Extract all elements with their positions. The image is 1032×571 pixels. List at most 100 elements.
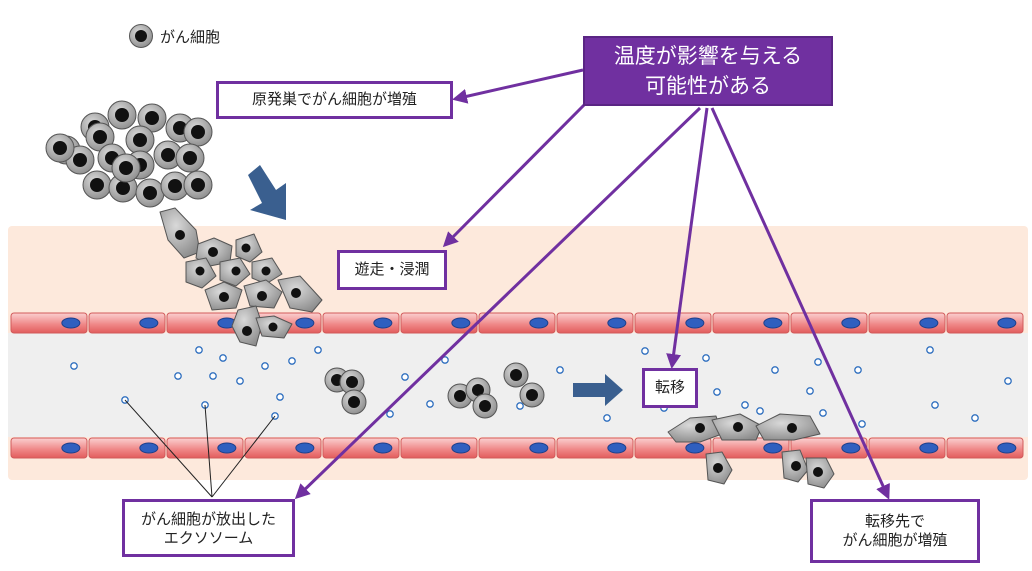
endothelial-nucleus bbox=[841, 442, 861, 454]
cancer-cell-icon bbox=[129, 24, 153, 48]
endothelial-cell bbox=[712, 312, 790, 334]
endothelial-cell bbox=[478, 312, 556, 334]
exosome-particle bbox=[401, 373, 409, 381]
exosome-particle bbox=[556, 366, 564, 374]
endothelial-nucleus bbox=[217, 442, 237, 454]
endothelial-cell bbox=[322, 312, 400, 334]
endothelium-top bbox=[10, 312, 1024, 334]
exosome-particle bbox=[209, 372, 217, 380]
endothelial-cell bbox=[88, 437, 166, 459]
cancer-cell bbox=[503, 362, 529, 388]
main-label-line-2: 可能性がある bbox=[645, 74, 771, 98]
endothelial-cell bbox=[166, 437, 244, 459]
exosome-particle bbox=[814, 358, 822, 366]
endothelial-cell bbox=[712, 437, 790, 459]
cancer-cell bbox=[137, 103, 167, 133]
exosome-particle bbox=[386, 410, 394, 418]
exosome-particle bbox=[971, 414, 979, 422]
endothelial-nucleus bbox=[763, 317, 783, 329]
migrating-cancer-cell bbox=[255, 315, 293, 339]
exosome-particle bbox=[926, 346, 934, 354]
cancer-cell bbox=[135, 178, 165, 208]
exosome-particle bbox=[756, 407, 764, 415]
exosome-particle bbox=[236, 377, 244, 385]
exosome-particle bbox=[426, 400, 434, 408]
exosome-particle bbox=[806, 387, 814, 395]
endothelial-nucleus bbox=[295, 317, 315, 329]
endothelial-cell bbox=[10, 437, 88, 459]
endothelial-nucleus bbox=[295, 442, 315, 454]
migrating-cancer-cell bbox=[251, 257, 283, 285]
endothelial-nucleus bbox=[685, 317, 705, 329]
endothelial-cell bbox=[322, 437, 400, 459]
legend: がん細胞 bbox=[128, 23, 220, 49]
endothelial-nucleus bbox=[919, 317, 939, 329]
arrow-to-invasion bbox=[442, 98, 591, 248]
cancer-cell bbox=[160, 171, 190, 201]
endothelial-cell bbox=[946, 437, 1024, 459]
endothelial-cell bbox=[556, 312, 634, 334]
migrating-cancer-cell bbox=[204, 281, 243, 311]
endothelial-cell bbox=[400, 312, 478, 334]
endothelial-cell bbox=[790, 437, 868, 459]
exosome-particle bbox=[219, 354, 227, 362]
endothelial-cell bbox=[868, 437, 946, 459]
endothelial-nucleus bbox=[373, 442, 393, 454]
endothelial-nucleus bbox=[451, 442, 471, 454]
endothelial-cell bbox=[634, 312, 712, 334]
endothelial-cell bbox=[634, 437, 712, 459]
exosome-particle bbox=[314, 346, 322, 354]
endothelial-nucleus bbox=[607, 442, 627, 454]
endothelial-nucleus bbox=[607, 317, 627, 329]
endothelial-nucleus bbox=[451, 317, 471, 329]
endothelial-cell bbox=[244, 437, 322, 459]
purple-arrows bbox=[294, 68, 890, 500]
cancer-cell bbox=[82, 170, 112, 200]
exosome-particle bbox=[641, 347, 649, 355]
endothelial-cell bbox=[790, 312, 868, 334]
exosome-particle bbox=[858, 420, 866, 428]
endothelial-nucleus bbox=[61, 442, 81, 454]
migrating-cancer-cell bbox=[243, 279, 283, 309]
exosome-particle bbox=[261, 362, 269, 370]
invasion-label: 遊走・浸潤 bbox=[337, 250, 447, 290]
exosome-group bbox=[70, 346, 1012, 428]
endothelial-nucleus bbox=[529, 317, 549, 329]
exosome-particle bbox=[70, 362, 78, 370]
migrating-cancer-cell bbox=[755, 413, 821, 441]
cancer-cell bbox=[472, 393, 498, 419]
endothelial-nucleus bbox=[61, 317, 81, 329]
endothelial-nucleus bbox=[997, 442, 1017, 454]
arrow-to-metastasis bbox=[666, 107, 709, 369]
exosome-pointer-lines bbox=[124, 399, 276, 498]
arrow-to-exosome bbox=[294, 106, 702, 500]
primary-site-label: 原発巣でがん細胞が増殖 bbox=[216, 81, 453, 119]
exosome-particle bbox=[931, 401, 939, 409]
endothelial-cell bbox=[10, 312, 88, 334]
temperature-influence-box: 温度が影響を与える 可能性がある bbox=[583, 36, 833, 106]
legend-label: がん細胞 bbox=[160, 27, 221, 46]
endothelial-nucleus bbox=[763, 442, 783, 454]
exosome-particle bbox=[603, 414, 611, 422]
endothelial-cell bbox=[166, 312, 244, 334]
endothelial-nucleus bbox=[919, 442, 939, 454]
migrating-cancer-cell bbox=[159, 207, 201, 259]
migrating-cancer-cell bbox=[277, 275, 323, 313]
metastasis-label: 転移 bbox=[642, 368, 698, 408]
cancer-cell bbox=[519, 382, 545, 408]
exosome-particle bbox=[174, 372, 182, 380]
endothelial-cell bbox=[946, 312, 1024, 334]
exosome-particle bbox=[1004, 377, 1012, 385]
cancer-cell bbox=[125, 125, 155, 155]
endothelial-nucleus bbox=[529, 442, 549, 454]
exosome-particle bbox=[702, 354, 710, 362]
endothelial-nucleus bbox=[841, 317, 861, 329]
migrating-cancer-cell bbox=[711, 413, 763, 441]
exosome-particle bbox=[854, 366, 862, 374]
cancer-cell-group bbox=[45, 100, 835, 489]
exosome-particle bbox=[771, 366, 779, 374]
endothelial-cell bbox=[868, 312, 946, 334]
exosome-particle bbox=[819, 409, 827, 417]
migrating-cancer-cell bbox=[805, 457, 835, 489]
